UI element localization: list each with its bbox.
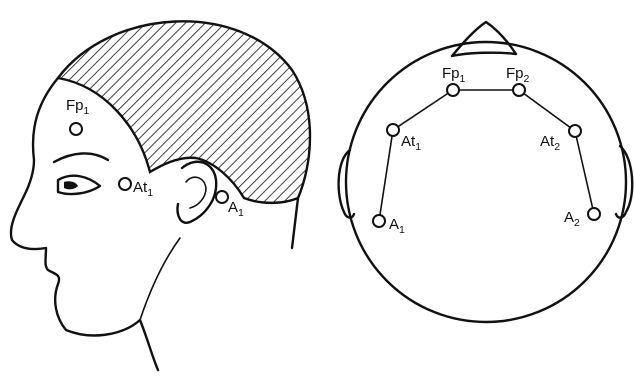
label-at2-top: At2 [540, 133, 560, 153]
label-fp1-side: Fp1 [66, 97, 90, 117]
electrode-fp1-side [70, 123, 82, 135]
pupil [64, 181, 78, 189]
nose-top [452, 22, 516, 56]
electrode-a1-side [216, 191, 228, 203]
side-view-head [11, 21, 310, 370]
ear-side [178, 162, 217, 223]
label-at1-side: At1 [133, 179, 153, 199]
electrode-chain-left [379, 90, 453, 221]
hair-region [58, 21, 310, 203]
ear-inner [186, 177, 206, 208]
neck-back [292, 198, 298, 248]
label-at1-top: At1 [401, 133, 421, 153]
electrode-fp2-top [513, 84, 525, 96]
label-a1-side: A1 [228, 199, 244, 219]
label-a1-top: A1 [389, 216, 405, 236]
electrode-a1-top [373, 215, 385, 227]
electrode-fp1-top [447, 84, 459, 96]
label-fp1-top: Fp1 [442, 65, 466, 85]
head-outline-top [346, 42, 626, 322]
electrode-a2-top [588, 208, 600, 220]
electrode-at1-top [387, 124, 399, 136]
label-fp2-top: Fp2 [506, 65, 530, 85]
top-view-head [339, 22, 633, 322]
electrode-at1-side [119, 178, 131, 190]
label-a2-top: A2 [564, 209, 580, 229]
electrode-at2-top [569, 125, 581, 137]
jaw-line [140, 238, 180, 320]
eyebrow [54, 153, 108, 162]
